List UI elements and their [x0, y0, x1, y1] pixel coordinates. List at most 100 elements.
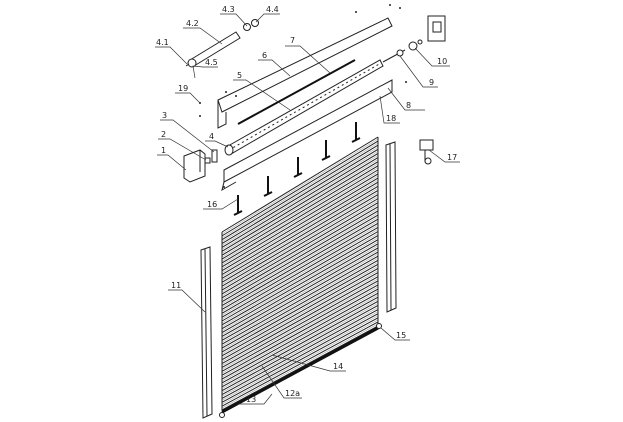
slat-groove [221, 262, 379, 351]
slat [221, 231, 379, 322]
slat-groove [221, 221, 379, 312]
part-3 [211, 149, 218, 163]
slat [221, 280, 379, 368]
slat-groove [221, 142, 379, 239]
slat [221, 317, 379, 403]
slat-groove [221, 241, 379, 331]
slat [221, 144, 379, 241]
slat-groove [221, 299, 379, 386]
label-4-5: 4.5 [205, 58, 218, 67]
slat-groove [221, 237, 379, 328]
slat [221, 251, 379, 341]
label-5: 5 [237, 71, 242, 80]
bottom-bar-part-13 [221, 326, 379, 414]
hanger [293, 157, 303, 178]
slat-groove [221, 286, 379, 374]
slat [221, 300, 379, 388]
label-3: 3 [162, 111, 167, 120]
slat [221, 161, 379, 256]
slat-groove [221, 323, 379, 409]
label-13: 13 [246, 395, 256, 404]
slat [221, 296, 379, 384]
slat [221, 181, 379, 275]
slat [221, 185, 379, 279]
label-4-2: 4.2 [186, 19, 199, 28]
slat [221, 305, 379, 392]
slat [221, 226, 379, 318]
slat-groove [221, 245, 379, 335]
slat [221, 189, 379, 283]
curtain-slats-part-14 [221, 136, 379, 411]
label-11: 11 [171, 281, 181, 290]
slat [221, 218, 379, 310]
slat-groove [221, 311, 379, 397]
label-9: 9 [429, 78, 434, 87]
motor-part-4 [185, 19, 259, 68]
label-6: 6 [262, 51, 267, 60]
label-12a: 12a [285, 389, 300, 398]
slat-groove [221, 229, 379, 320]
slat-groove [221, 233, 379, 324]
label-18: 18 [386, 114, 396, 123]
slat [221, 210, 379, 303]
bracket-part-10 [408, 15, 446, 51]
label-15: 15 [396, 331, 406, 340]
label-14: 14 [333, 362, 343, 371]
slat [221, 222, 379, 314]
slat [221, 268, 379, 357]
label-7: 7 [290, 36, 295, 45]
slat [221, 194, 379, 287]
slat [221, 313, 379, 399]
cover-part-6 [217, 17, 393, 129]
slat-groove [221, 274, 379, 362]
lock-part-17 [419, 139, 434, 165]
rod-part-7 [237, 59, 356, 125]
slat [221, 202, 379, 295]
slat [221, 321, 379, 407]
slat-groove [221, 253, 379, 343]
slat-groove [221, 212, 379, 304]
slat-groove [221, 278, 379, 366]
slat [221, 263, 379, 353]
slat-groove [221, 192, 379, 285]
slat [221, 259, 379, 349]
screws-part-19 [199, 4, 407, 188]
slat-groove [221, 208, 379, 300]
stopper-part-15 [376, 323, 382, 329]
hangers-part-16 [233, 122, 361, 216]
label-4-3: 4.3 [222, 5, 235, 14]
slat-groove [221, 171, 379, 266]
slat [221, 247, 379, 337]
slat [221, 206, 379, 299]
slat-groove [221, 151, 379, 246]
slat-groove [221, 155, 379, 250]
slat-groove [221, 184, 379, 277]
slat [221, 288, 379, 376]
slat-groove [221, 159, 379, 254]
slat [221, 198, 379, 291]
slat-groove [221, 290, 379, 378]
slat [221, 153, 379, 248]
label-2: 2 [161, 130, 166, 139]
slat-groove [221, 225, 379, 316]
hanger [321, 140, 331, 161]
slat [221, 325, 379, 411]
slat [221, 136, 379, 233]
slat [221, 276, 379, 365]
slat [221, 235, 379, 326]
slat-groove [221, 188, 379, 281]
stopper-part-15-left [219, 412, 225, 418]
slat-groove [221, 167, 379, 262]
label-19: 19 [178, 84, 188, 93]
label-4-4: 4.4 [266, 5, 279, 14]
slat [221, 169, 379, 264]
guide-rail-right-part-11 [385, 141, 397, 313]
slat [221, 255, 379, 345]
slat [221, 243, 379, 334]
label-16: 16 [207, 200, 217, 209]
label-10: 10 [437, 57, 447, 66]
front-panel-part-8 [221, 79, 393, 192]
hanger [263, 176, 273, 197]
slat-groove [221, 204, 379, 297]
slat-groove [221, 266, 379, 355]
